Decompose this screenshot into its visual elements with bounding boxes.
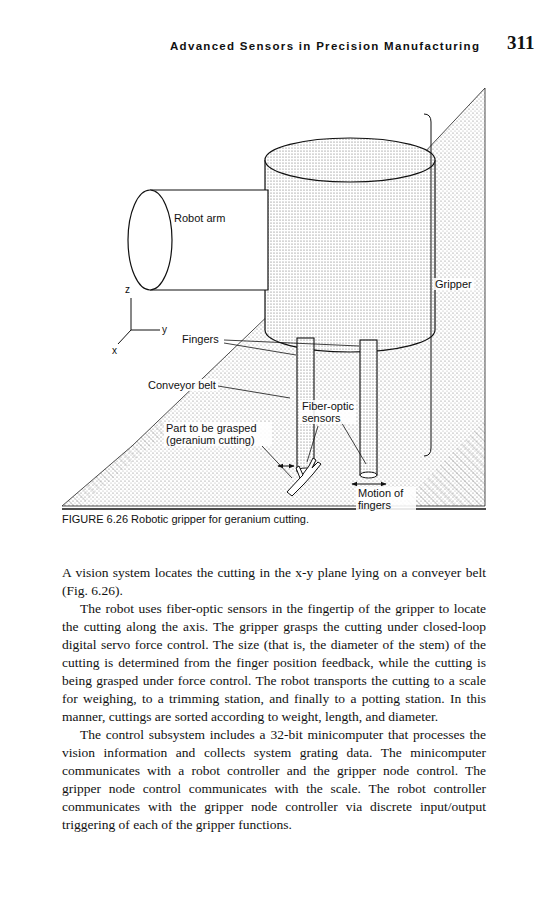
robot-arm (128, 190, 268, 290)
axis-label: z (125, 284, 130, 296)
gripper-fingers (297, 338, 377, 478)
conveyor-belt (62, 88, 485, 506)
part-label: Conveyor belt (146, 379, 218, 391)
part-label: Gripper (433, 278, 474, 290)
body-paragraph: The control subsystem includes a 32-bit … (62, 726, 486, 834)
part-label: Fiber-optic sensors (300, 400, 356, 424)
part-label: Motion of fingers (356, 487, 416, 511)
caption-rule (62, 508, 486, 510)
part-label: Part to be grasped (geranium cutting) (164, 422, 272, 446)
body-paragraph: A vision system locates the cutting in t… (62, 564, 486, 600)
leader-lines (218, 340, 366, 478)
part-label: Fingers (180, 333, 221, 345)
running-header: Advanced Sensors in Precision Manufactur… (170, 40, 480, 52)
axis-label: x (112, 345, 117, 357)
part-label: Robot arm (172, 212, 227, 224)
gripper-bracket (424, 114, 431, 456)
belt-texture (62, 420, 170, 506)
page-number: 311 (507, 33, 534, 53)
body-text: A vision system locates the cutting in t… (62, 564, 486, 834)
body-paragraph: The robot uses fiber-optic sensors in th… (62, 600, 486, 726)
motion-arrows (278, 466, 386, 484)
geranium-cutting (287, 458, 321, 496)
axis-label: y (162, 324, 167, 336)
gripper-body (265, 138, 435, 352)
axis-triad (118, 298, 160, 344)
figure-caption: FIGURE 6.26 Robotic gripper for geranium… (62, 513, 486, 526)
